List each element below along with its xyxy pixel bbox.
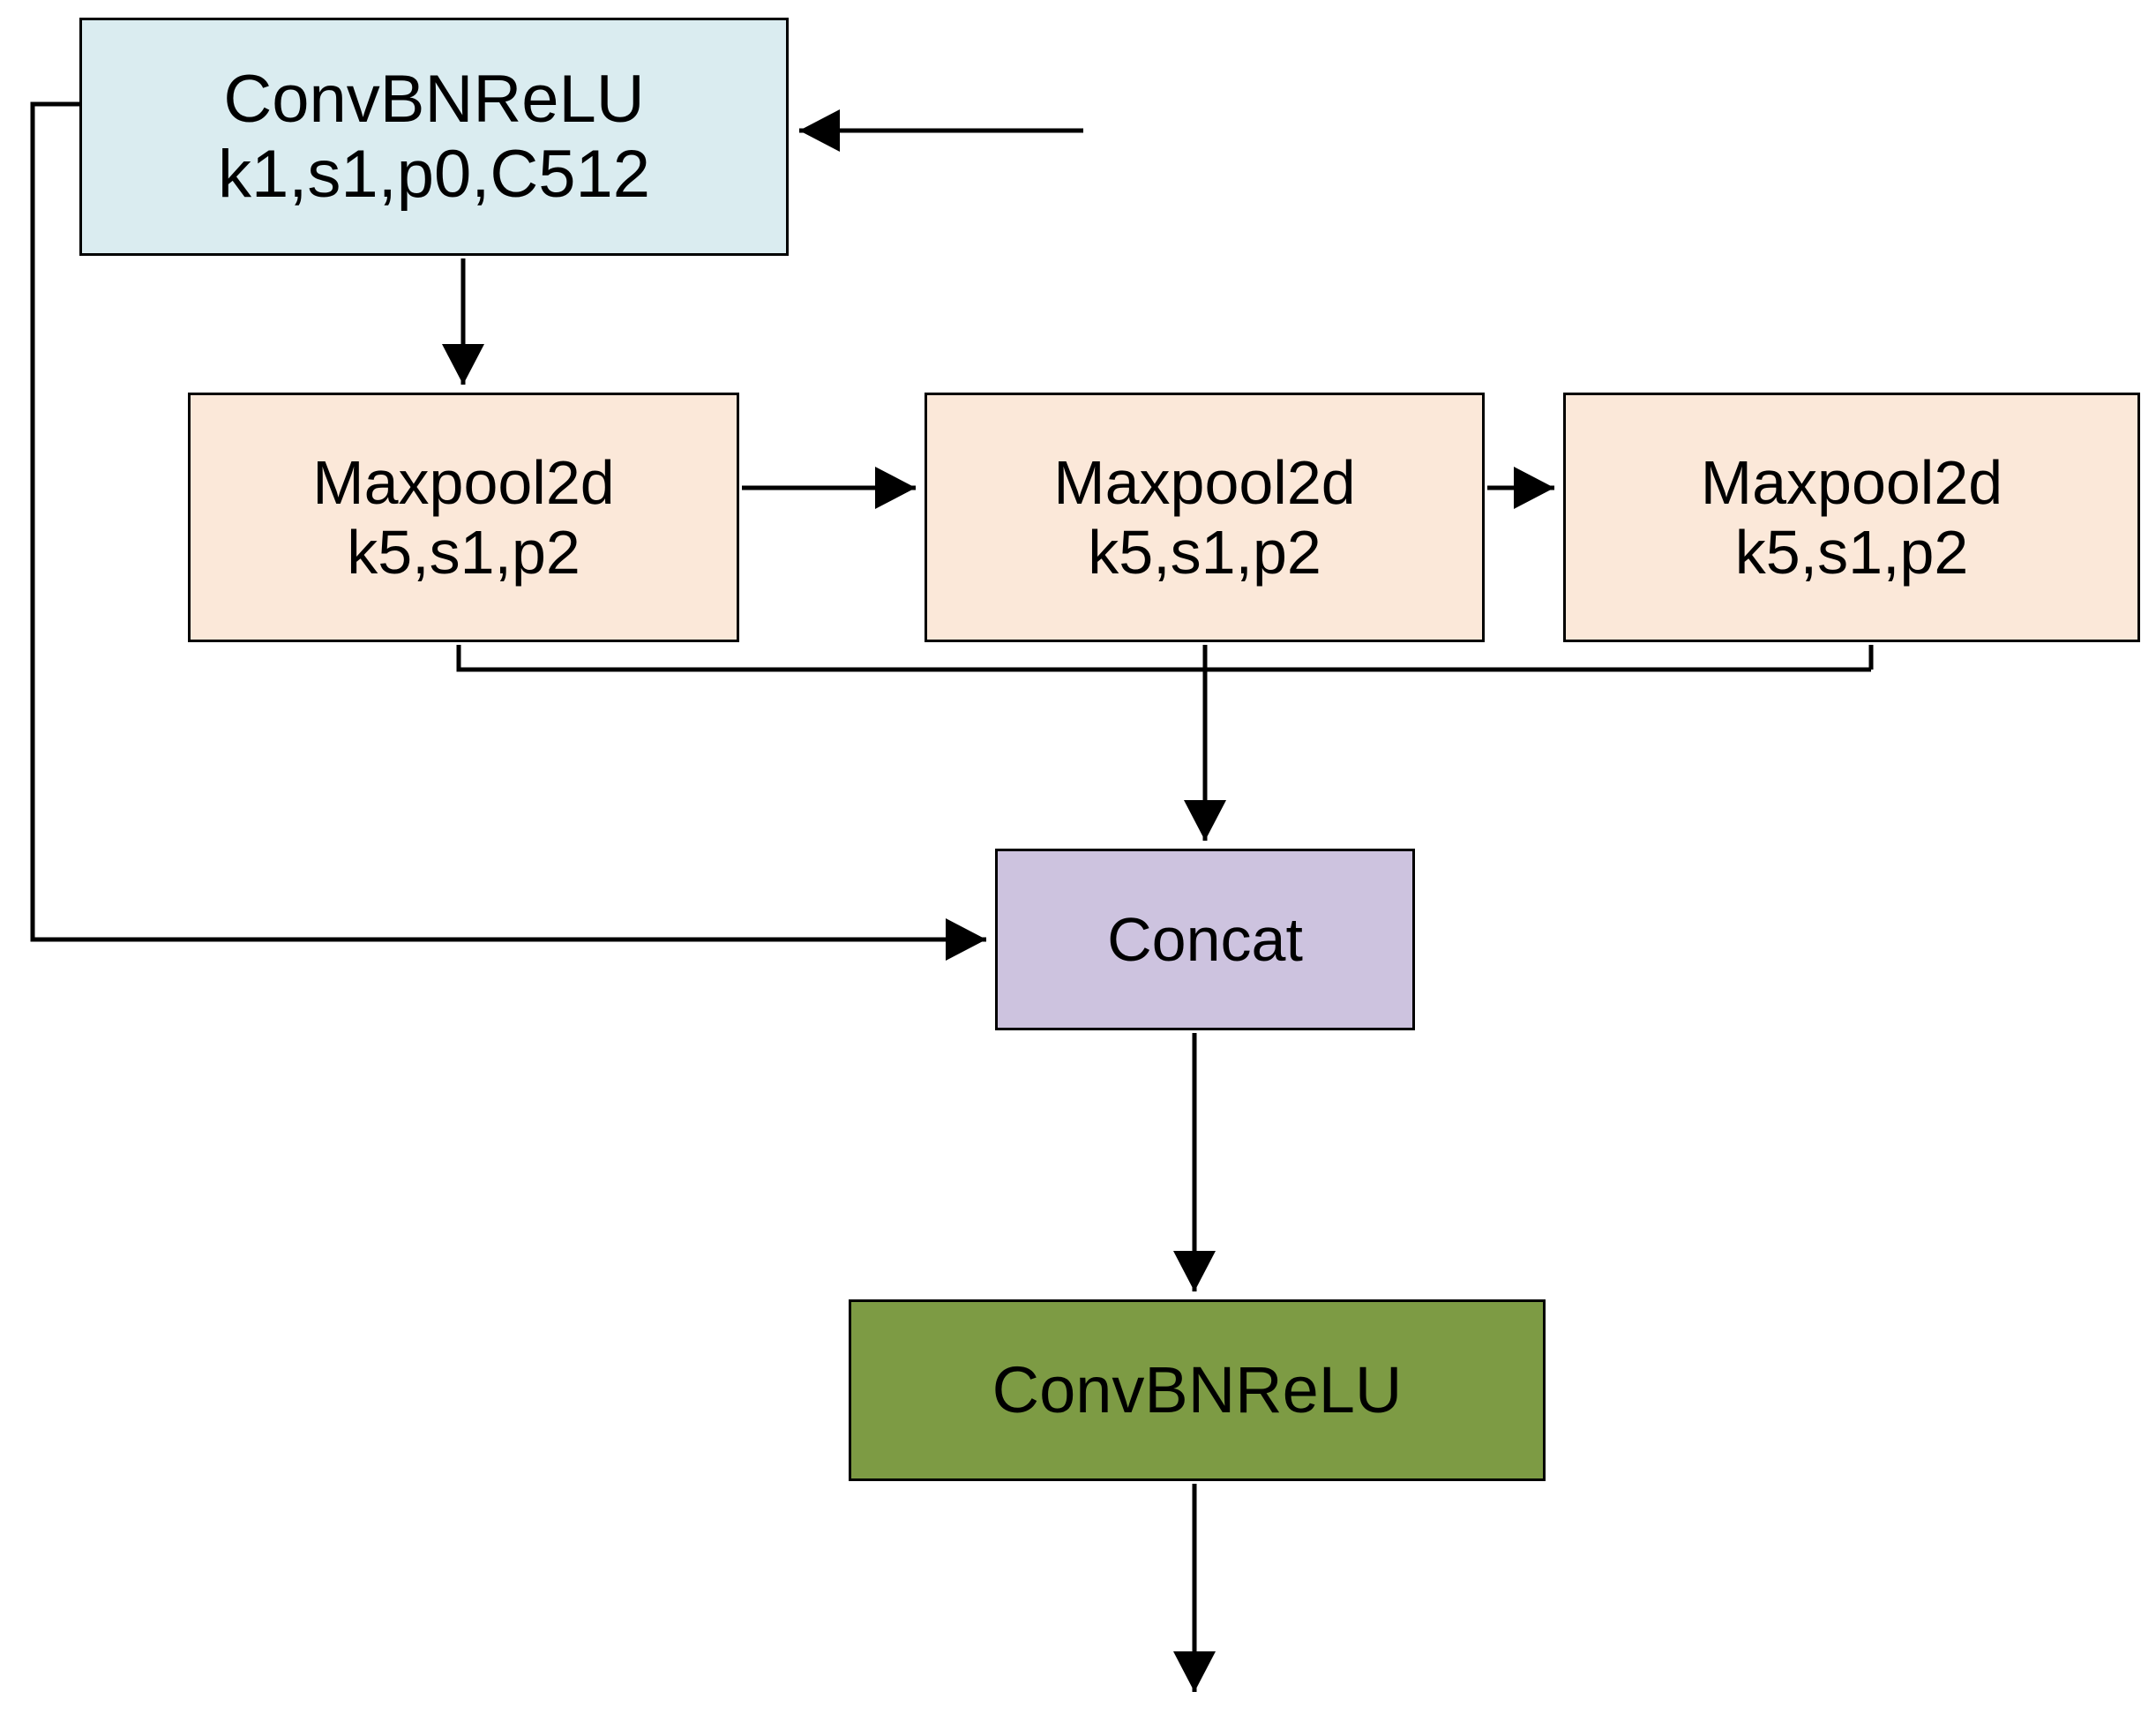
node-conv-in-line1: ConvBNReLU <box>223 61 645 137</box>
node-maxpool-2-line1: Maxpool2d <box>1053 448 1356 518</box>
edge-maxpool-2-to-maxpool-3-arrowhead <box>1514 467 1554 509</box>
node-conv-out[interactable]: ConvBNReLU <box>849 1299 1546 1481</box>
edge-maxpool-1-to-maxpool-2-arrowhead <box>875 467 916 509</box>
node-maxpool-2-line2: k5,s1,p2 <box>1088 517 1321 587</box>
node-maxpool-1[interactable]: Maxpool2d k5,s1,p2 <box>188 393 739 642</box>
node-maxpool-1-line1: Maxpool2d <box>312 448 615 518</box>
node-maxpool-1-line2: k5,s1,p2 <box>347 517 580 587</box>
edge-maxpool-1-to-bus <box>456 645 1871 672</box>
node-conv-in[interactable]: ConvBNReLU k1,s1,p0,C512 <box>79 18 789 256</box>
edge-conv-out-to-output-arrowhead <box>1173 1651 1216 1692</box>
edge-maxpool-2-to-concat-arrowhead <box>1184 800 1226 841</box>
edge-input-to-conv-in-arrowhead <box>799 109 840 152</box>
node-maxpool-3[interactable]: Maxpool2d k5,s1,p2 <box>1563 393 2140 642</box>
node-maxpool-3-line1: Maxpool2d <box>1700 448 2003 518</box>
node-maxpool-3-line2: k5,s1,p2 <box>1734 517 1969 587</box>
edge-skip-conv-in-to-concat-arrowhead <box>946 918 986 961</box>
node-concat-label: Concat <box>1107 904 1303 974</box>
node-maxpool-2[interactable]: Maxpool2d k5,s1,p2 <box>925 393 1485 642</box>
edge-conv-in-to-maxpool-1-arrowhead <box>442 344 484 385</box>
node-conv-out-label: ConvBNReLU <box>992 1352 1403 1426</box>
edge-concat-to-conv-out-arrowhead <box>1173 1251 1216 1291</box>
node-conv-in-line2: k1,s1,p0,C512 <box>217 137 651 212</box>
node-concat[interactable]: Concat <box>995 849 1415 1030</box>
